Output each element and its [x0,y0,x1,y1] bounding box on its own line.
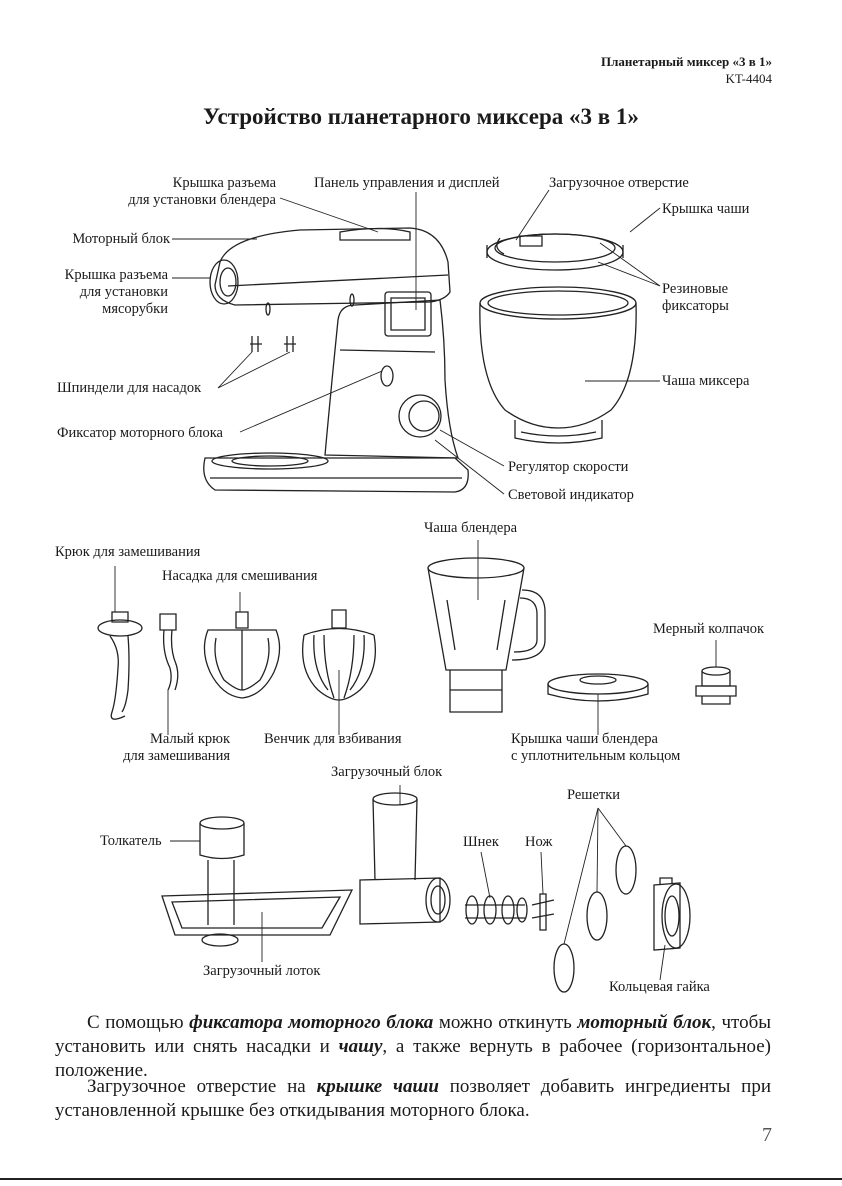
small-hook-drawing [160,614,178,690]
flat-beater-drawing [204,612,279,698]
label-loading-hole: Загрузочное отверстие [549,175,689,191]
ring-nut-drawing [654,878,690,950]
label-mixing-attachment: Насадка для смешивания [162,568,318,584]
label-measuring-cap: Мерный колпачок [653,621,765,637]
knife-drawing [532,894,554,930]
label-line: Крышка чаши блендера [511,731,658,747]
text-run: Загрузочное отверстие на [87,1076,317,1097]
feed-block-drawing [360,793,450,924]
label-line: Резиновые [662,281,729,297]
label-knife: Нож [525,834,553,850]
label-loading-tray: Загрузочный лоток [203,963,321,979]
label-motor-unit: Моторный блок [72,231,170,247]
label-line: Крышка разъема [64,267,168,283]
label-feed-block: Загрузочный блок [331,764,443,780]
bowl-lid-drawing [487,234,623,270]
label-blender-connector-cover: Крышка разъема для установки блендера [128,175,276,209]
label-grids: Решетки [567,787,621,803]
label-small-hook: Малый крюк для замешивания [123,731,230,765]
emphasis-bowl-lid: крышке чаши [316,1076,439,1097]
page-title: Устройство планетарного миксера «3 в 1» [203,104,639,129]
label-line: с уплотнительным кольцом [511,748,681,764]
paragraph-motor-lock: С помощью фиксатора моторного блока можн… [55,1011,771,1083]
label-blender-jar: Чаша блендера [424,520,518,536]
label-line: фиксаторы [662,298,729,314]
bottom-rule [0,1178,842,1180]
emphasis-motor-lock: фиксатора моторного блока [189,1012,434,1033]
label-pusher: Толкатель [100,833,162,849]
label-mixer-bowl: Чаша миксера [662,373,750,389]
label-line: Крышка разъема [172,175,276,191]
label-control-panel: Панель управления и дисплей [314,175,500,191]
label-motor-lock: Фиксатор моторного блока [57,425,223,441]
label-line: мясорубки [102,301,168,317]
label-line: для установки блендера [128,192,276,208]
header-product: Планетарный миксер «3 в 1» [600,54,772,69]
paragraph-loading-hole: Загрузочное отверстие на крышке чаши поз… [55,1075,771,1123]
emphasis-motor-unit: моторный блок [577,1012,712,1033]
label-bowl-lid: Крышка чаши [662,201,750,217]
label-ring-nut: Кольцевая гайка [609,979,710,995]
label-spindles: Шпиндели для насадок [57,380,202,396]
label-jar-lid: Крышка чаши блендера с уплотнительным ко… [511,731,680,765]
emphasis-bowl: чашу [338,1036,383,1057]
text-run: , а также вернуть в рабочее (горизонталь… [55,1036,771,1081]
text-run: позволяет добавить ингредиенты при устан… [55,1076,771,1121]
label-line: для установки [79,284,168,300]
label-line: для замешивания [123,748,230,764]
label-light-indicator: Световой индикатор [508,487,634,503]
pusher-tray-drawing [162,817,352,946]
label-line: Малый крюк [150,731,230,747]
label-auger: Шнек [463,834,499,850]
auger-drawing [465,896,527,924]
text-run: можно откинуть [433,1012,578,1033]
blender-jar-drawing [428,558,545,712]
text-run: , чтобы установить или снять насадки и [55,1012,771,1057]
label-rubber-latches: Резиновые фиксаторы [662,281,729,315]
text-run: С помощью [87,1012,190,1033]
stand-mixer-drawing [204,228,468,492]
dough-hook-drawing [98,612,142,719]
leader-lines [115,190,716,980]
label-speed-control: Регулятор скорости [508,459,629,475]
header-model: KT-4404 [725,71,772,86]
measuring-cap-drawing [696,667,736,704]
grids-drawing [554,846,636,992]
mixer-bowl-drawing [480,287,636,443]
label-dough-hook: Крюк для замешивания [55,544,201,560]
page-number: 7 [762,1124,772,1146]
label-grinder-connector-cover: Крышка разъема для установки мясорубки [65,267,168,318]
label-whisk: Венчик для взбивания [264,731,402,747]
